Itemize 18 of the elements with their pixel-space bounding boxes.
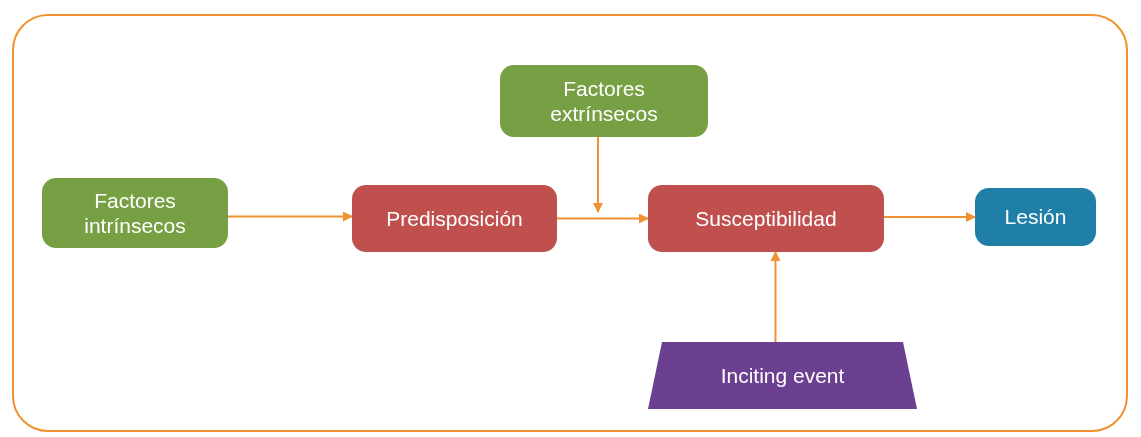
- node-label: Predisposición: [386, 205, 523, 232]
- node-label: Inciting event: [720, 362, 845, 389]
- factor-box: [500, 65, 708, 137]
- node-label: Factores extrínsecos: [549, 75, 659, 127]
- arrow: [227, 211, 353, 222]
- arrow: [883, 212, 976, 222]
- arrow: [593, 136, 603, 213]
- factor-box: [42, 178, 228, 248]
- frame-border: [12, 14, 1128, 432]
- node-label: Factores intrínsecos: [83, 187, 187, 239]
- arrow: [556, 213, 649, 224]
- node-label: Susceptibilidad: [695, 205, 837, 232]
- process-box: [648, 185, 884, 252]
- process-box: [352, 185, 557, 252]
- arrow: [770, 251, 781, 343]
- node-label: Lesión: [1004, 204, 1067, 230]
- outcome-box: [975, 188, 1096, 246]
- event-trapezoid: [648, 342, 917, 409]
